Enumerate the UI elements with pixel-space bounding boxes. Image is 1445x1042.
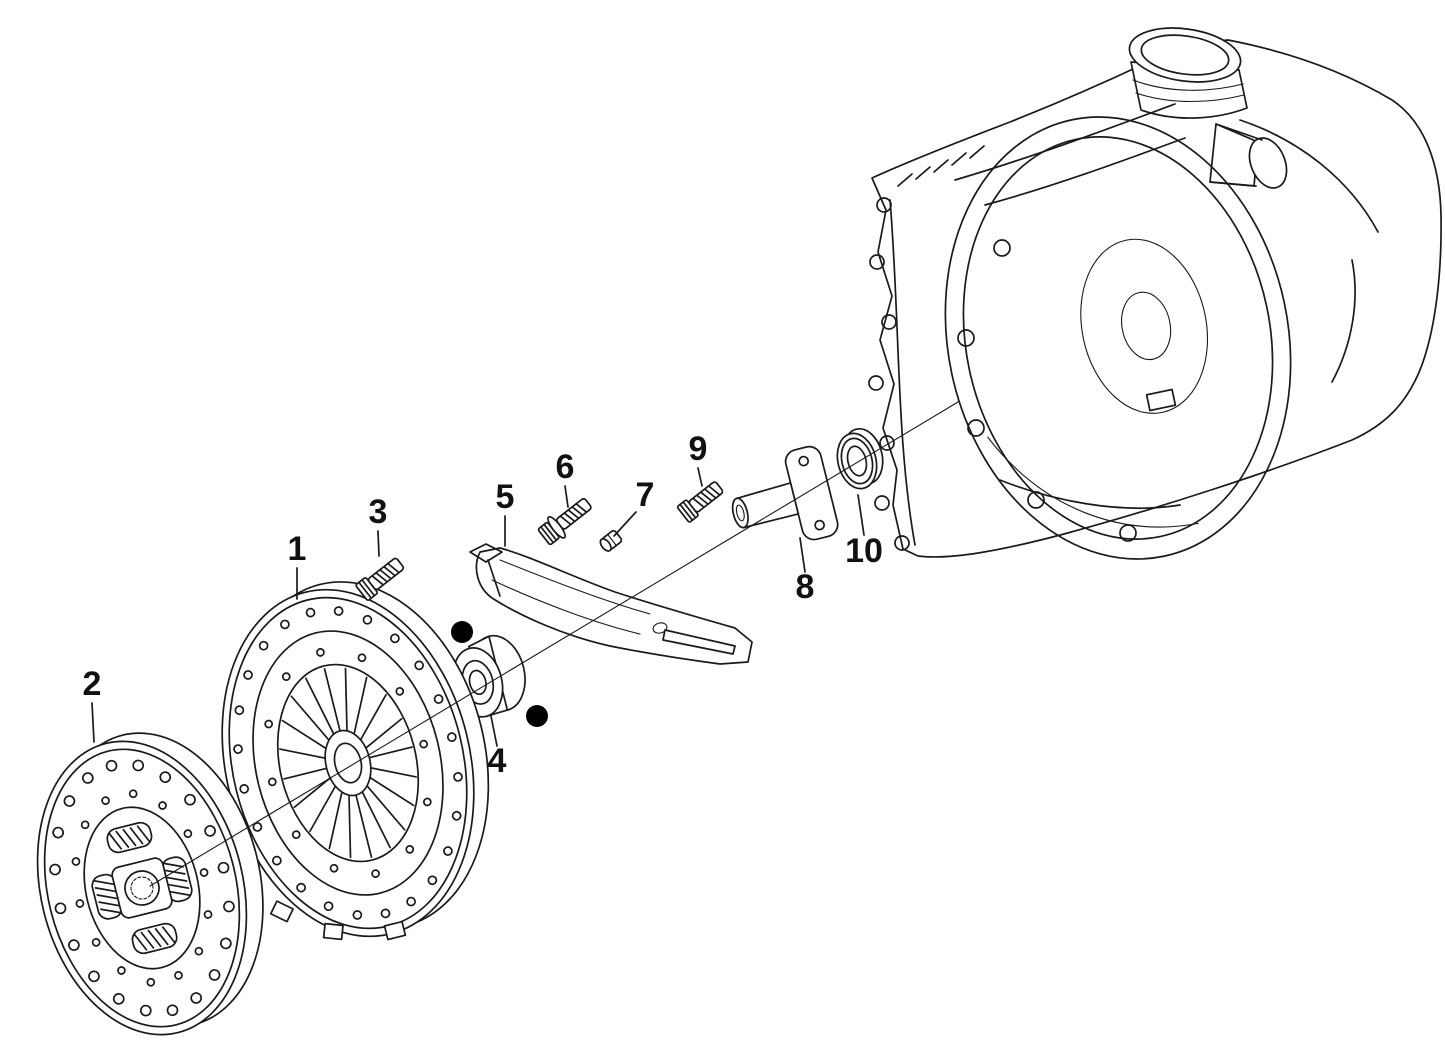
breather-cylinder: [1128, 27, 1248, 119]
callout-1: 1: [288, 530, 307, 568]
callouts: 1 2 3 4 5 6 7 8 9 10: [83, 430, 883, 780]
callout-6: 6: [556, 448, 575, 486]
callout-9: 9: [689, 430, 708, 468]
guide-sleeve: [731, 445, 839, 541]
callout-7: 7: [636, 476, 655, 514]
hex-bolt-3: [355, 557, 405, 601]
callout-10: 10: [845, 532, 883, 570]
clutch-pressure-plate: [221, 581, 490, 941]
marker-dot-lower: [526, 705, 548, 727]
callout-3: 3: [369, 493, 388, 531]
spring-windows: [91, 821, 193, 955]
clutch-disc: [36, 732, 264, 1036]
assembly-axis-line: [149, 401, 959, 887]
bolt-with-washer-6: [537, 498, 592, 546]
nut-7: [599, 529, 623, 552]
transmission-housing: [868, 27, 1442, 560]
callout-4: 4: [488, 742, 507, 780]
hex-bolt-9: [676, 481, 724, 523]
release-bearing: [452, 634, 526, 718]
marker-dot-upper: [451, 621, 473, 643]
stub-boss: [1209, 123, 1288, 189]
shaft-seal: [836, 427, 884, 490]
leader-lines: [91, 467, 865, 747]
mounting-flange-holes: [868, 197, 1137, 551]
callout-2: 2: [83, 665, 102, 703]
highlight-dots: [451, 621, 548, 727]
release-fork: [469, 543, 753, 665]
bell-opening: [944, 116, 1292, 560]
casting-lines: [889, 103, 1379, 546]
callout-8: 8: [796, 568, 815, 606]
callout-5: 5: [496, 478, 515, 516]
